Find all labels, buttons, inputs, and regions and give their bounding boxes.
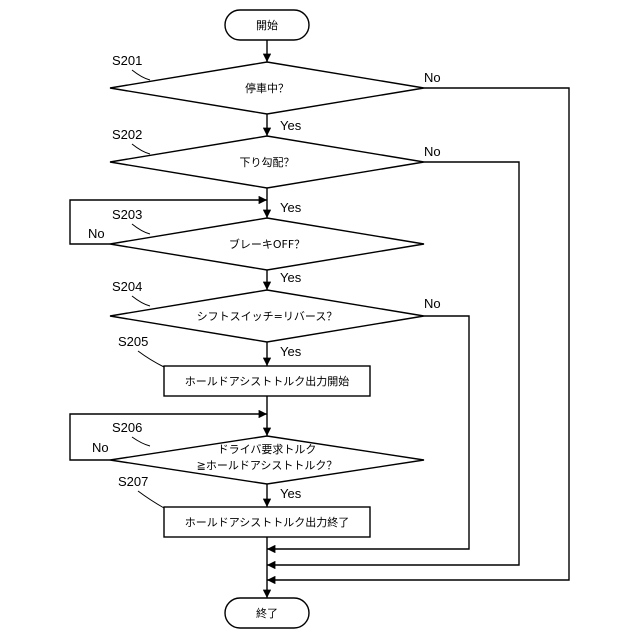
step-label-s203: S203 bbox=[112, 207, 142, 222]
decision-s202: 下り勾配？ bbox=[110, 136, 424, 188]
no-path-s202 bbox=[267, 162, 519, 565]
start-terminal: 開始 bbox=[225, 10, 309, 40]
leader-s207 bbox=[138, 491, 164, 508]
decision-s204: シフトスイッチ=リバース？ bbox=[110, 290, 424, 342]
leader-s206 bbox=[132, 437, 150, 446]
leader-s202 bbox=[132, 144, 150, 154]
s203-text: ブレーキOFF？ bbox=[229, 237, 305, 251]
decision-s203: ブレーキOFF？ bbox=[110, 218, 424, 270]
process-s205: ホールドアシストトルク出力開始 bbox=[164, 366, 370, 396]
end-terminal: 終了 bbox=[225, 598, 309, 628]
s204-text: シフトスイッチ=リバース？ bbox=[197, 310, 338, 323]
no-label-s202: No bbox=[424, 144, 441, 159]
process-s207: ホールドアシストトルク出力終了 bbox=[164, 507, 370, 537]
step-label-s202: S202 bbox=[112, 127, 142, 142]
leader-s203 bbox=[132, 224, 150, 234]
s207-text: ホールドアシストトルク出力終了 bbox=[185, 515, 350, 529]
yes-label-s204: Yes bbox=[280, 344, 302, 359]
leader-s205 bbox=[138, 351, 164, 367]
decision-s206: ドライバ要求トルク ≧ホールドアシストトルク？ bbox=[110, 436, 424, 484]
s206-text-line1: ドライバ要求トルク bbox=[218, 443, 317, 456]
yes-label-s203: Yes bbox=[280, 270, 302, 285]
end-text: 終了 bbox=[256, 606, 278, 620]
no-label-s203: No bbox=[88, 226, 105, 241]
decision-s201: 停車中？ bbox=[110, 62, 424, 114]
yes-label-s201: Yes bbox=[280, 118, 302, 133]
s201-text: 停車中？ bbox=[245, 81, 289, 95]
step-label-s205: S205 bbox=[118, 334, 148, 349]
start-text: 開始 bbox=[256, 18, 278, 32]
no-label-s206: No bbox=[92, 440, 109, 455]
yes-label-s206: Yes bbox=[280, 486, 302, 501]
no-label-s204: No bbox=[424, 296, 441, 311]
no-label-s201: No bbox=[424, 70, 441, 85]
leader-s201 bbox=[132, 70, 150, 80]
step-label-s206: S206 bbox=[112, 420, 142, 435]
step-label-s204: S204 bbox=[112, 279, 142, 294]
step-label-s201: S201 bbox=[112, 53, 142, 68]
s205-text: ホールドアシストトルク出力開始 bbox=[185, 374, 350, 388]
yes-label-s202: Yes bbox=[280, 200, 302, 215]
leader-s204 bbox=[132, 296, 150, 306]
step-label-s207: S207 bbox=[118, 474, 148, 489]
s202-text: 下り勾配？ bbox=[240, 156, 295, 169]
s206-text-line2: ≧ホールドアシストトルク？ bbox=[197, 459, 338, 472]
